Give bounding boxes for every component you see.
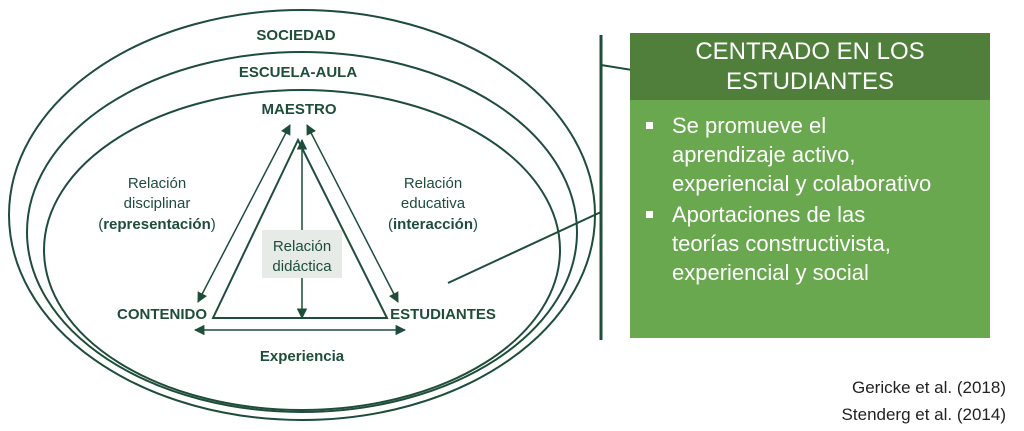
didactic-relation-line2: didáctica xyxy=(272,258,332,275)
educational-relation-line3: (interacción) xyxy=(388,216,478,233)
panel-title-line1: CENTRADO EN LOS xyxy=(695,38,925,65)
student-centered-panel: CENTRADO EN LOS ESTUDIANTES Se promueve … xyxy=(630,33,990,338)
panel-title: CENTRADO EN LOS ESTUDIANTES xyxy=(630,33,990,100)
educational-relation-line2: educativa xyxy=(401,195,466,212)
school-classroom-label: ESCUELA-AULA xyxy=(239,64,357,81)
bullet-line: Aportaciones de las xyxy=(672,202,866,227)
panel-bullet-item: Se promueve el aprendizaje activo, exper… xyxy=(630,111,990,198)
teacher-node-label: MAESTRO xyxy=(262,101,337,118)
bullet-line: experiencial y colaborativo xyxy=(672,171,932,196)
bullet-line: aprendizaje activo, xyxy=(672,142,856,167)
educational-relation-arrow xyxy=(306,124,399,303)
panel-bullet-item: Aportaciones de las teorías constructivi… xyxy=(630,200,990,287)
students-connector-line xyxy=(447,211,602,284)
educational-relation-line1: Relación xyxy=(404,175,462,192)
disciplinary-relation-line1: Relación xyxy=(128,175,186,192)
didactic-relation-box xyxy=(262,230,342,278)
bullet-line: experiencial y social xyxy=(672,260,869,285)
square-bullet-icon xyxy=(646,122,653,129)
bullet-line: Se promueve el xyxy=(672,113,827,138)
school-classroom-ellipse xyxy=(26,51,578,413)
square-bullet-icon xyxy=(646,211,653,218)
citation-stenderg: Stenderg et al. (2014) xyxy=(841,405,1006,424)
students-node-label: ESTUDIANTES xyxy=(390,306,496,323)
panel-bullet-list: Se promueve el aprendizaje activo, exper… xyxy=(630,111,990,287)
inner-ellipse xyxy=(43,89,561,411)
panel-title-line2: ESTUDIANTES xyxy=(725,68,895,95)
experience-label: Experiencia xyxy=(260,348,345,365)
society-label: SOCIEDAD xyxy=(256,27,335,44)
bullet-line: teorías constructivista, xyxy=(672,231,891,256)
didactic-relation-line1: Relación xyxy=(273,238,331,255)
disciplinary-relation-line2: disciplinar xyxy=(124,195,191,212)
citation-gericke: Gericke et al. (2018) xyxy=(851,378,1006,397)
content-node-label: CONTENIDO xyxy=(117,306,207,323)
disciplinary-relation-line3: (representación) xyxy=(98,216,216,233)
disciplinary-relation-arrow xyxy=(197,124,291,303)
